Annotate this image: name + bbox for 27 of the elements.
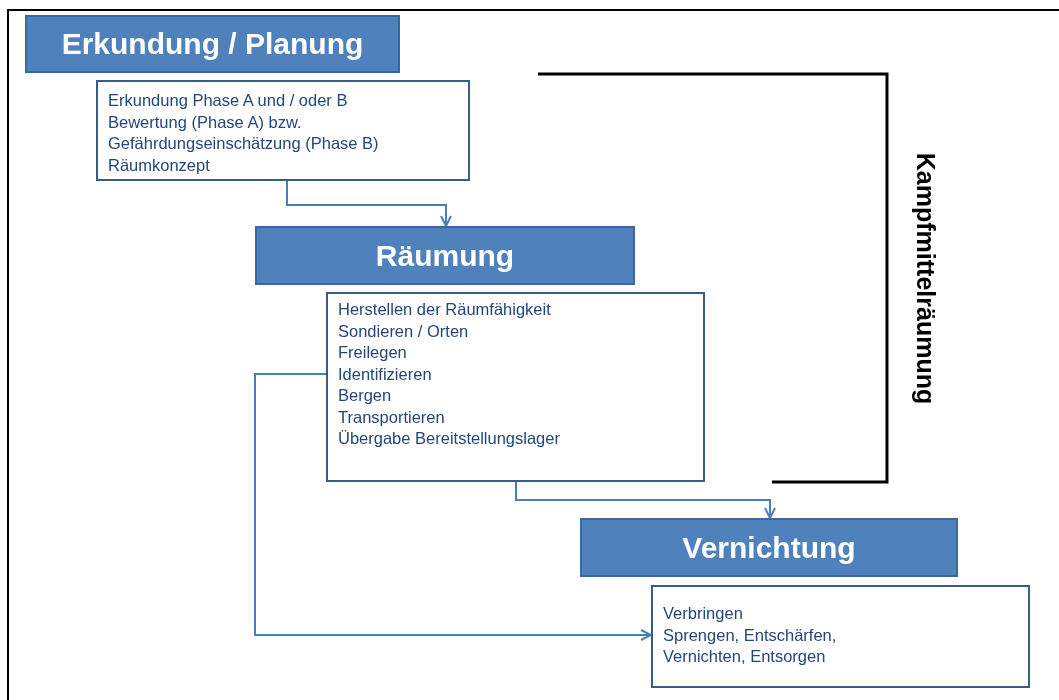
arrow [515,481,776,519]
arrow [286,180,452,227]
phase-title: Räumung [375,238,515,273]
task-item: Übergabe Bereitstellungslager [338,428,560,449]
task-item: Sondieren / Orten [338,320,469,342]
phase-header-box [580,518,958,577]
task-list-box [326,292,705,482]
task-item: Bewertung (Phase A) bzw. [108,111,302,133]
task-item: Gefährdungseinschätzung (Phase B) [108,133,379,154]
task-item: Freilegen [338,342,407,363]
task-list-box [651,585,1030,688]
phase-header-box [255,226,635,285]
task-item: Erkundung Phase A und / oder B [108,90,348,111]
task-item: Herstellen der Räumfähigkeit [338,299,551,320]
task-item: Identifizieren [338,363,432,385]
task-list-box [96,80,470,181]
task-item: Verbringen [663,603,743,624]
task-item: Sprengen, Entschärfen, [663,624,837,646]
task-item: Räumkonzept [108,154,210,176]
phase-header-box [25,15,400,73]
arrow [254,373,652,641]
phase-title: Vernichtung [682,530,856,565]
phase-title: Erkundung / Planung [61,27,364,61]
task-item: Bergen [338,385,392,406]
task-item: Transportieren [338,406,445,428]
task-item: Vernichten, Entsorgen [663,646,826,667]
bracket-label: Kampfmittelräumung [910,152,940,404]
